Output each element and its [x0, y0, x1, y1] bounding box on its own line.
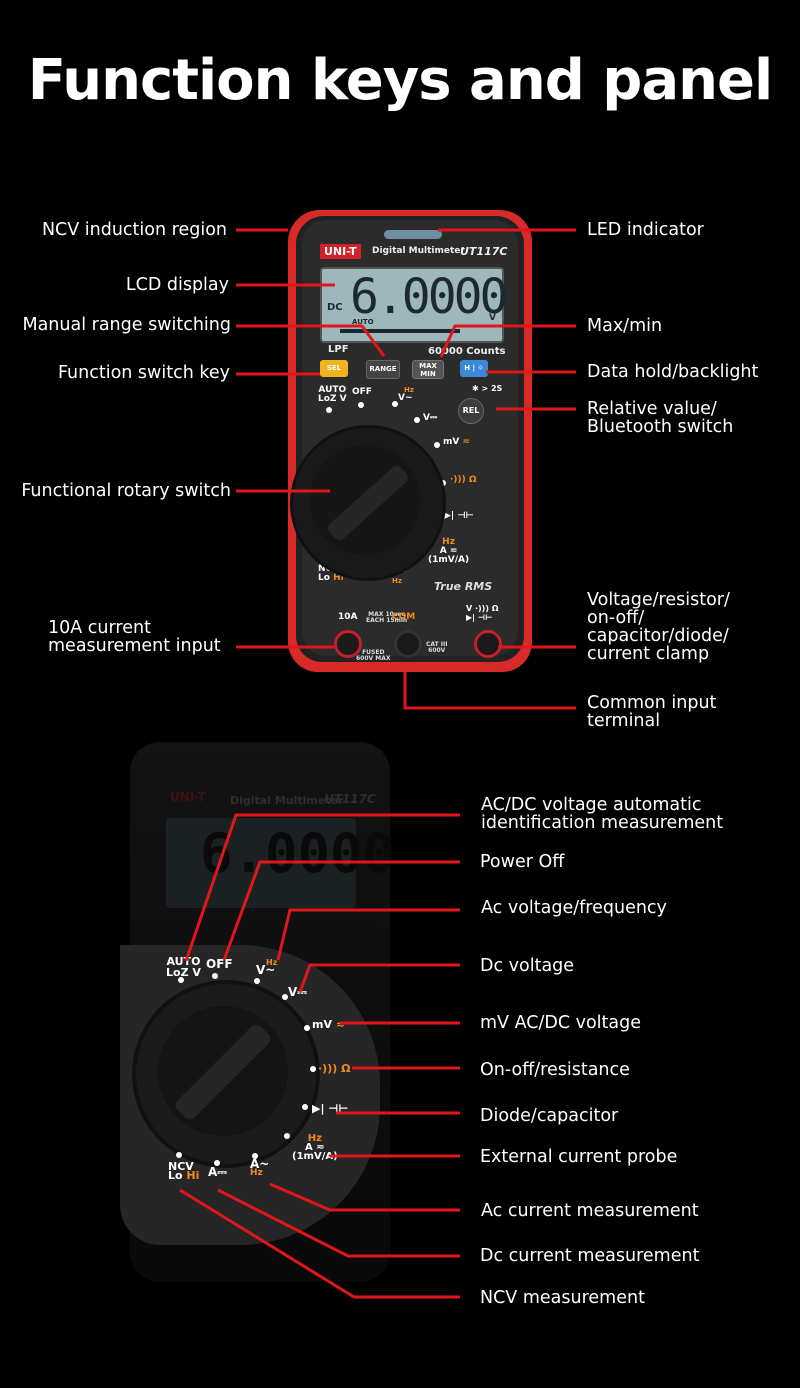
callout-lcd: LCD display — [125, 275, 229, 295]
rel-button[interactable]: REL — [458, 398, 484, 424]
lcd-auto: AUTO — [352, 318, 374, 326]
lpf-label: LPF — [328, 344, 349, 355]
callout-mv-voltage: mV AC/DC voltage — [480, 1013, 642, 1033]
callout-resistance: On-off/resistance — [480, 1060, 630, 1080]
sel-button[interactable]: SEL — [320, 360, 348, 377]
lcd-bargraph — [340, 329, 460, 333]
callout-relative-bluetooth: Relative value/Bluetooth switch — [587, 399, 734, 437]
callout-rotary-switch: Functional rotary switch — [21, 481, 231, 501]
callout-v-ohm-input: Voltage/resistor/on-off/capacitor/diode/… — [587, 590, 730, 664]
brand-logo: UNI-T — [320, 244, 361, 259]
model-number: UT117C — [460, 245, 508, 258]
callout-power-off: Power Off — [480, 852, 565, 872]
lcd-display: DC 6.0000 V AUTO — [320, 267, 508, 343]
v-ohm-input-jack[interactable] — [474, 630, 502, 658]
dial-off: OFF — [352, 387, 372, 397]
dial-v-ac: V~ — [398, 393, 413, 403]
counts-label: 60000 Counts — [428, 346, 506, 357]
lcd-reading: 6.0000 — [350, 269, 508, 325]
com-input-jack[interactable] — [394, 630, 422, 658]
callout-manual-range: Manual range switching — [22, 315, 231, 335]
led-indicator — [384, 230, 442, 239]
callout-dc-current: Dc current measurement — [480, 1246, 700, 1266]
callout-max-min: Max/min — [587, 316, 663, 336]
dial-v-dc: V⎓ — [423, 413, 438, 423]
lcd-unit: V — [489, 313, 496, 323]
dial-mv: mV ≂ — [443, 437, 471, 447]
dial-ohm: ·))) Ω — [450, 475, 477, 485]
page-title: Function keys and panel — [27, 48, 773, 113]
range-button[interactable]: RANGE — [366, 360, 400, 379]
callout-data-hold: Data hold/backlight — [587, 362, 759, 382]
callout-ac-voltage: Ac voltage/frequency — [481, 898, 667, 918]
callout-current-probe: External current probe — [480, 1147, 678, 1167]
bluetooth-icon: ✱ > 2S — [472, 384, 503, 393]
dial-diode: ▶| ⊣⊢ — [444, 511, 474, 521]
callout-function-switch: Function switch key — [57, 363, 230, 383]
v-ohm-symbols: V ·))) Ω▶| ⊣⊢ — [466, 604, 499, 622]
product-name: Digital Multimeter — [372, 246, 465, 256]
10a-label: 10A — [338, 612, 358, 622]
true-rms-label: True RMS — [434, 580, 493, 593]
hold-backlight-button[interactable]: H | ☼ — [460, 360, 488, 377]
callout-led: LED indicator — [587, 220, 704, 240]
10a-input-jack[interactable] — [334, 630, 362, 658]
callout-ncv-region: NCV induction region — [41, 220, 227, 240]
com-label: COM — [392, 612, 416, 622]
lcd-mode: DC — [327, 302, 343, 313]
callout-ac-current: Ac current measurement — [481, 1201, 699, 1221]
callout-ncv: NCV measurement — [480, 1288, 645, 1308]
multimeter-front: UNI-T Digital Multimeter UT117C DC 6.000… — [288, 210, 532, 672]
callout-dc-voltage: Dc voltage — [480, 956, 575, 976]
callout-diode-capacitor: Diode/capacitor — [480, 1106, 619, 1126]
